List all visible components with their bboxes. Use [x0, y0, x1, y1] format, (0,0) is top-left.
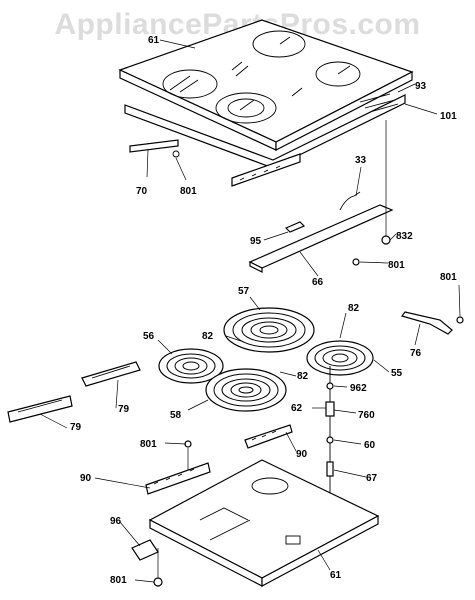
label-76: 76 — [410, 348, 422, 359]
part-labels: 61 93 101 70 801 33 95 832 66 801 801 57… — [70, 35, 457, 586]
surface-element-56[interactable] — [158, 348, 224, 384]
label-82-c: 82 — [297, 371, 309, 382]
label-93: 93 — [415, 81, 427, 92]
label-58: 58 — [170, 410, 182, 421]
label-61-bottom: 61 — [330, 570, 342, 581]
label-96: 96 — [110, 516, 122, 527]
label-95: 95 — [250, 236, 262, 247]
channel-strip-90-lower[interactable] — [145, 462, 211, 495]
front-trim-strip[interactable] — [231, 153, 301, 187]
channel-strip-90-upper[interactable] — [244, 424, 293, 449]
label-90-b: 90 — [80, 473, 92, 484]
leader-lines — [39, 39, 461, 583]
clip-96[interactable] — [131, 539, 159, 561]
label-962: 962 — [350, 383, 367, 394]
label-66: 66 — [312, 277, 324, 288]
trim-strip-79-lower[interactable] — [7, 395, 73, 423]
label-60: 60 — [364, 440, 376, 451]
wire-33[interactable] — [339, 191, 361, 211]
rear-mounting-bracket[interactable] — [248, 204, 394, 273]
bottom-pan[interactable] — [148, 459, 380, 588]
label-90-a: 90 — [296, 449, 308, 460]
label-801-a: 801 — [180, 186, 197, 197]
label-56: 56 — [143, 331, 155, 342]
screw-801-upper[interactable] — [352, 258, 360, 266]
label-801-e: 801 — [110, 575, 127, 586]
label-82-b: 82 — [202, 331, 214, 342]
label-67: 67 — [366, 473, 378, 484]
label-55: 55 — [391, 368, 403, 379]
side-bracket-76[interactable] — [400, 311, 464, 335]
surface-element-55[interactable] — [306, 340, 374, 376]
bracket-clip[interactable] — [284, 221, 306, 233]
cooktop-frame[interactable] — [124, 93, 406, 169]
trim-strip-79-upper[interactable] — [81, 361, 141, 387]
label-832: 832 — [396, 231, 413, 242]
label-70: 70 — [136, 186, 148, 197]
surface-element-57[interactable] — [223, 307, 315, 353]
label-79-b: 79 — [70, 422, 82, 433]
label-62: 62 — [291, 403, 303, 414]
label-57: 57 — [238, 286, 250, 297]
label-101: 101 — [440, 111, 457, 122]
screw-832[interactable] — [381, 235, 391, 245]
glass-cooktop[interactable] — [118, 19, 414, 151]
label-801-b: 801 — [388, 260, 405, 271]
label-82-a: 82 — [348, 303, 360, 314]
side-bracket[interactable] — [129, 139, 180, 158]
label-79-a: 79 — [118, 404, 130, 415]
label-801-c: 801 — [440, 272, 457, 283]
screw-801-bottom[interactable] — [153, 577, 163, 587]
surface-element-58[interactable] — [205, 368, 287, 412]
label-61-top: 61 — [148, 35, 160, 46]
label-801-d: 801 — [140, 439, 157, 450]
label-33: 33 — [355, 155, 367, 166]
label-760: 760 — [358, 410, 375, 421]
